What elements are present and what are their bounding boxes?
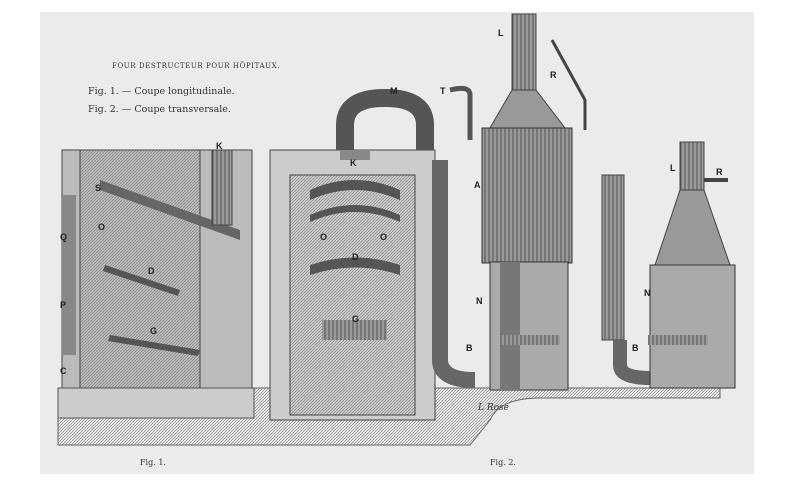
small-furnace xyxy=(601,141,736,389)
label-q: Q xyxy=(60,232,68,242)
caption-fig1: Fig. 1. xyxy=(140,458,166,467)
engraver-signature: L Rose xyxy=(478,403,509,413)
label-b: B xyxy=(466,343,473,353)
label-o-left: O xyxy=(320,232,328,242)
label-t: T xyxy=(440,86,446,96)
fig2-transverse-section xyxy=(269,149,436,421)
label-o: O xyxy=(98,222,106,232)
label-g-transverse: G xyxy=(352,314,360,324)
legend-fig1: Fig. 1. — Coupe longitudinale. xyxy=(88,86,235,97)
label-c: C xyxy=(60,366,67,376)
label-g: G xyxy=(150,326,158,336)
label-n: N xyxy=(476,296,483,306)
tower-furnace xyxy=(481,13,587,391)
label-r: R xyxy=(550,70,557,80)
page-title: FOUR DESTRUCTEUR POUR HÔPITAUX. xyxy=(112,62,281,70)
label-b-small: B xyxy=(632,343,639,353)
label-r-small: R xyxy=(716,167,723,177)
label-n-small: N xyxy=(644,288,651,298)
label-s: S xyxy=(95,183,102,193)
fig1-longitudinal-section xyxy=(57,149,255,419)
label-l-small: L xyxy=(670,163,676,173)
label-m: M xyxy=(390,86,398,96)
label-o-right: O xyxy=(380,232,388,242)
label-a: A xyxy=(474,180,481,190)
caption-fig2: Fig. 2. xyxy=(490,458,516,467)
legend-fig2: Fig. 2. — Coupe transversale. xyxy=(88,104,231,115)
pipe-m xyxy=(336,88,434,150)
label-d: D xyxy=(148,266,155,276)
label-k: K xyxy=(216,141,223,151)
label-k-transverse: K xyxy=(350,158,357,168)
label-p: P xyxy=(60,300,67,310)
label-d-transverse: D xyxy=(352,252,359,262)
label-l: L xyxy=(498,28,504,38)
